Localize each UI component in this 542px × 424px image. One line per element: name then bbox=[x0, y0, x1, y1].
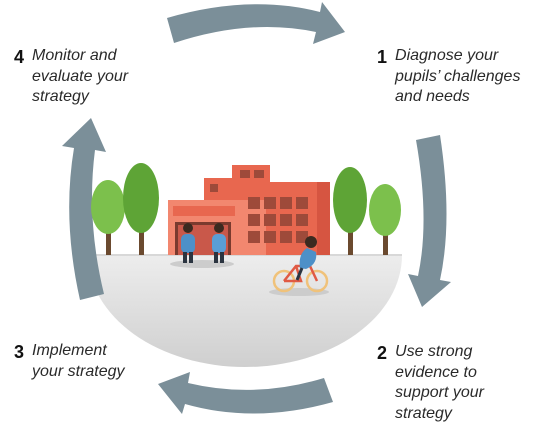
step-4-monitor: 4 Monitor and evaluate your strategy bbox=[14, 46, 184, 108]
arrow-bottom bbox=[158, 372, 333, 414]
arrow-left bbox=[62, 118, 106, 300]
step-1-diagnose: 1 Diagnose your pupils’ challenges and n… bbox=[377, 46, 537, 108]
step-number: 3 bbox=[14, 342, 25, 362]
step-number: 4 bbox=[14, 47, 25, 67]
step-label: Implement your strategy bbox=[32, 342, 125, 380]
people-icon bbox=[170, 223, 234, 268]
step-2-evidence: 2 Use strong evidence to support your st… bbox=[377, 342, 537, 424]
ground-bowl bbox=[88, 255, 402, 367]
tree-icon bbox=[91, 163, 401, 255]
arrow-top bbox=[167, 2, 345, 44]
cyclist-icon bbox=[269, 236, 329, 296]
step-3-implement: 3 Implement your strategy bbox=[14, 341, 184, 382]
step-label: Diagnose your pupils’ challenges and nee… bbox=[395, 47, 521, 105]
step-label: Use strong evidence to support your stra… bbox=[395, 343, 484, 422]
arrow-right bbox=[408, 135, 451, 307]
step-number: 2 bbox=[377, 343, 388, 363]
school-building-icon bbox=[168, 165, 330, 255]
step-number: 1 bbox=[377, 47, 388, 67]
cycle-arrow-icon bbox=[62, 2, 451, 414]
step-label: Monitor and evaluate your strategy bbox=[32, 47, 129, 105]
